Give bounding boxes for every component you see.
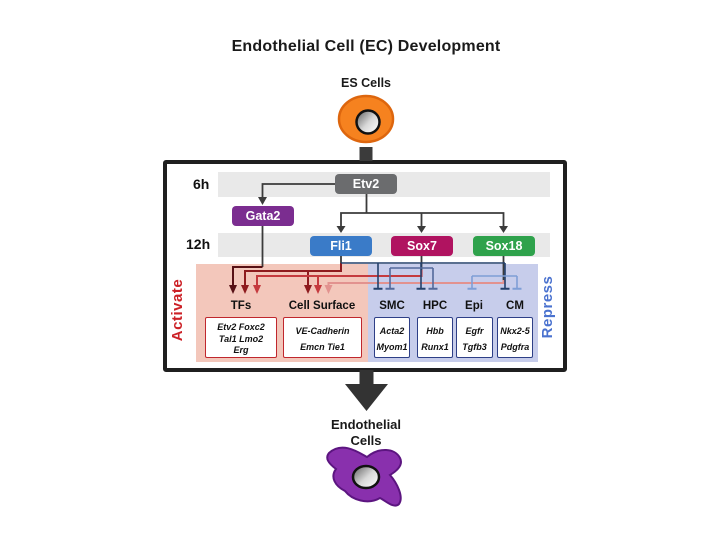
gene-line: Erg: [233, 345, 249, 355]
gene-line: Etv2 Foxc2: [217, 322, 265, 332]
gene-list-hpc: Hbb Runx1: [417, 317, 453, 358]
gene-line: Tgfb3: [462, 342, 487, 352]
endothelial-cell-icon: [326, 446, 402, 507]
gene-node-gata2: Gata2: [232, 206, 294, 226]
figure-title: Endothelial Cell (EC) Development: [231, 38, 501, 55]
endothelial-cells-label: Endothelial Cells: [12, 417, 720, 449]
es-cell-icon: [337, 94, 395, 144]
gene-line: Pdgfra: [500, 342, 530, 352]
gene-list-cm: Nkx2-5 Pdgfra: [497, 317, 533, 358]
gene-line: Tal1 Lmo2: [218, 333, 264, 344]
gene-list-tfs: Etv2 Foxc2 Tal1 Lmo2 Erg: [205, 317, 277, 358]
gene-list-epi: Egfr Tgfb3: [456, 317, 493, 358]
es-cells-label: ES Cells: [340, 76, 392, 90]
panel-to-ec-arrow: [345, 370, 388, 411]
timepoint-label-12h: 12h: [186, 236, 211, 252]
timepoint-label-6h: 6h: [193, 176, 210, 192]
gene-line: Emcn Tie1: [300, 342, 345, 352]
category-heading-smc: SMC: [379, 300, 405, 312]
category-heading-tfs: TFs: [230, 300, 252, 312]
repress-label: Repress: [539, 275, 556, 339]
es-to-panel-connector: [359, 147, 373, 161]
category-heading-cell-surface: Cell Surface: [288, 300, 356, 312]
gene-line: Nkx2-5: [500, 326, 530, 336]
activate-label: Activate: [169, 278, 186, 342]
category-heading-hpc: HPC: [422, 300, 448, 312]
gene-node-sox7: Sox7: [391, 236, 453, 256]
gene-node-sox18: Sox18: [473, 236, 535, 256]
gene-node-etv2: Etv2: [335, 174, 397, 194]
category-heading-cm: CM: [506, 300, 524, 312]
gene-line: Runx1: [421, 342, 449, 352]
endothelial-cells-label-line2: Cells: [350, 433, 382, 448]
gene-node-fli1: Fli1: [310, 236, 372, 256]
gene-list-smc: Acta2 Myom1: [374, 317, 410, 358]
gene-line: Myom1: [376, 342, 408, 352]
gene-list-cell-surface: VE-Cadherin Emcn Tie1: [283, 317, 362, 358]
category-heading-epi: Epi: [465, 300, 483, 312]
gene-line: Acta2: [379, 326, 405, 336]
endothelial-cells-label-line1: Endothelial: [330, 417, 402, 432]
gene-line: Egfr: [465, 326, 484, 336]
gene-line: VE-Cadherin: [295, 326, 350, 336]
gene-line: Hbb: [426, 326, 444, 336]
